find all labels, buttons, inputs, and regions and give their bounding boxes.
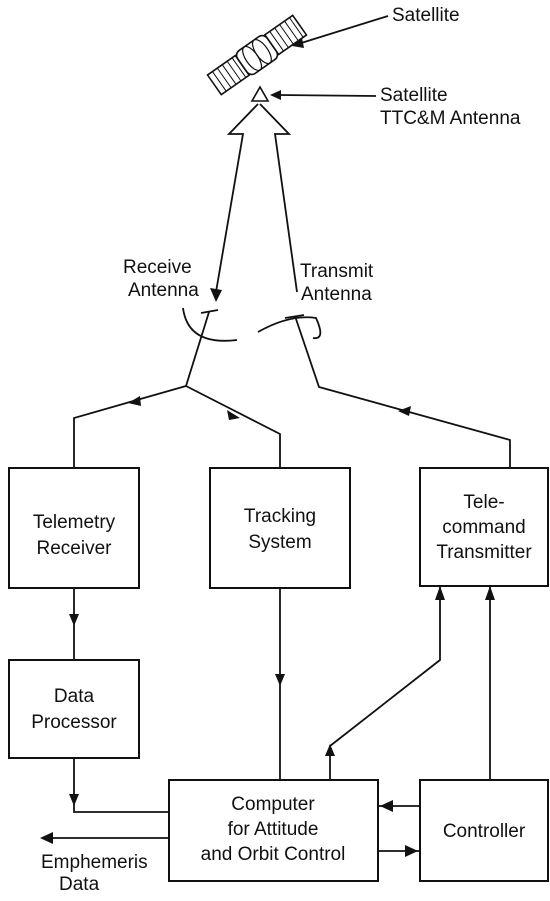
transmit-antenna-label-line1: Transmit <box>300 261 374 282</box>
to-tracking-line <box>185 385 281 468</box>
satellite-antenna-icon <box>250 85 270 102</box>
telecommand-transmitter-block <box>419 467 549 587</box>
computer-to-transmitter-arrowhead-2 <box>435 586 445 600</box>
receive-antenna-icon <box>182 307 238 342</box>
receive-feed-line <box>185 311 210 387</box>
antenna-pointer <box>277 94 377 97</box>
computer-block <box>168 779 379 882</box>
telemetry-receiver-block <box>8 467 140 589</box>
telecommand-transmitter-label-line3: Transmitter <box>436 542 532 563</box>
transmit-antenna-label-line2: Antenna <box>301 284 372 305</box>
transmit-antenna-icon <box>257 314 322 340</box>
computer-to-transmitter-arrowhead-1 <box>325 744 335 756</box>
telemetry-receiver-label-line1: Telemetry <box>33 512 116 533</box>
controller-label: Controller <box>443 821 526 842</box>
emphemeris-output-arrowhead <box>40 832 53 844</box>
satellite-icon <box>206 14 308 96</box>
tracking-system-label-line1: Tracking <box>244 506 316 527</box>
receive-antenna-label-line2: Antenna <box>128 280 199 301</box>
telemetry-receiver-label-line2: Receiver <box>37 538 113 559</box>
tracking-to-computer-arrowhead <box>275 674 285 686</box>
telecommand-transmitter-label-line1: Tele- <box>463 492 504 513</box>
processor-to-computer-line <box>73 758 169 813</box>
link-beam <box>210 103 298 302</box>
tracking-system-block <box>209 467 351 589</box>
receive-antenna-label-line1: Receive <box>123 257 192 278</box>
computer-label-line3: and Orbit Control <box>201 844 346 865</box>
to-telemetry-line <box>73 385 187 468</box>
emphemeris-label-line1: Emphemeris <box>41 852 148 873</box>
data-processor-label-line1: Data <box>54 686 95 707</box>
tracking-system-label-line2: System <box>248 532 311 553</box>
to-tracking-arrowhead <box>227 410 240 420</box>
satellite-label: Satellite <box>392 5 460 26</box>
antenna-pointer-arrowhead <box>270 90 281 100</box>
data-processor-label-line2: Processor <box>31 712 117 733</box>
computer-to-controller-arrowhead <box>405 845 418 857</box>
satellite-antenna-label-line1: Satellite <box>380 85 448 106</box>
telemetry-to-processor-arrowhead <box>69 614 79 626</box>
transmit-feed-arrowhead <box>398 406 411 416</box>
controller-to-computer-arrowhead <box>380 800 393 812</box>
computer-label-line1: Computer <box>231 794 315 815</box>
transmit-feed-line <box>294 315 511 468</box>
controller-block <box>419 779 549 882</box>
computer-label-line2: for Attitude <box>228 819 319 840</box>
computer-to-transmitter-line <box>329 586 441 780</box>
satellite-antenna-label-line2: TTC&M Antenna <box>380 108 521 129</box>
to-telemetry-arrowhead <box>128 396 141 406</box>
controller-to-transmitter-arrowhead <box>485 586 495 600</box>
data-processor-block <box>8 659 140 759</box>
processor-to-computer-arrowhead <box>69 794 79 806</box>
telecommand-transmitter-label-line2: command <box>442 517 525 538</box>
satellite-pointer-arrowhead <box>292 38 304 48</box>
satellite-pointer <box>297 15 389 45</box>
emphemeris-label-line2: Data <box>59 874 100 895</box>
